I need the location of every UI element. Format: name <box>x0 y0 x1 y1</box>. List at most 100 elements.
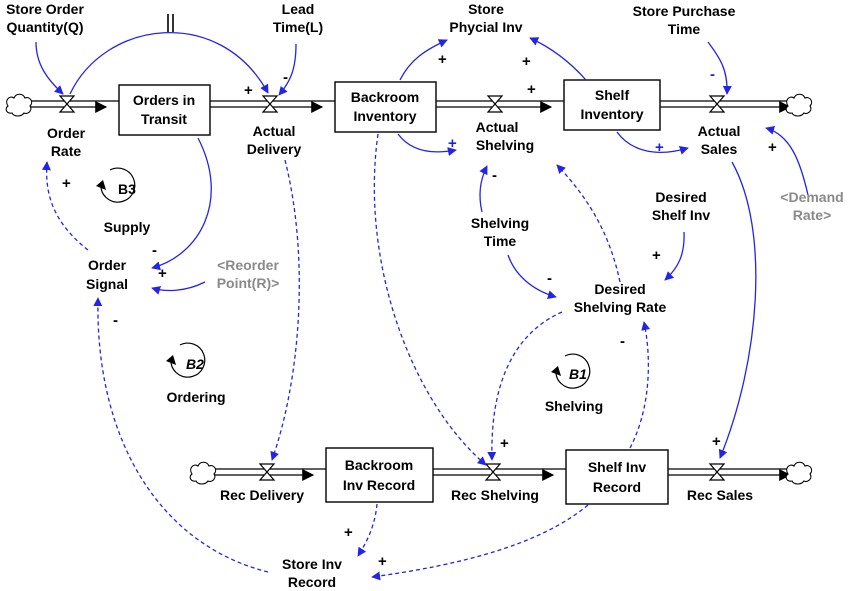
svg-text:+: + <box>244 82 253 99</box>
cloud-icon <box>785 93 813 117</box>
svg-text:Time(L): Time(L) <box>273 19 323 35</box>
svg-text:+: + <box>448 135 457 152</box>
loop-name: Ordering <box>166 389 225 405</box>
cloud-icon <box>785 461 813 485</box>
svg-text:Sales: Sales <box>701 141 738 157</box>
stock-shelf-inventory[interactable]: Shelf Inventory <box>563 79 661 131</box>
svg-text:+: + <box>768 139 777 156</box>
svg-text:Rate>: Rate> <box>793 207 832 223</box>
svg-text:+: + <box>522 53 531 70</box>
svg-text:+: + <box>652 247 661 264</box>
svg-text:-: - <box>492 167 497 184</box>
svg-text:<Reorder: <Reorder <box>217 257 279 273</box>
information-links <box>41 133 651 581</box>
svg-text:Time: Time <box>668 21 701 37</box>
variable-store-order-quantity[interactable]: Store Order Quantity(Q) <box>6 1 84 35</box>
flow-pipes <box>28 100 792 481</box>
svg-text:Time: Time <box>484 233 517 249</box>
stock-label: Record <box>593 479 641 495</box>
loop-id: B1 <box>569 366 587 382</box>
loop-name: Supply <box>104 219 151 235</box>
delay-mark <box>167 14 174 32</box>
svg-text:+: + <box>378 553 387 570</box>
loop-id: B2 <box>186 356 204 372</box>
svg-text:Shelving: Shelving <box>471 215 529 231</box>
svg-text:-: - <box>152 242 157 259</box>
svg-text:Desired: Desired <box>655 189 706 205</box>
stock-shelf-inv-record[interactable]: Shelf Inv Record <box>565 449 669 505</box>
svg-text:Order: Order <box>47 125 86 141</box>
variable-lead-time[interactable]: Lead Time(L) <box>273 1 323 35</box>
svg-text:Actual: Actual <box>253 123 296 139</box>
cloud-icon <box>5 93 33 117</box>
variable-shelving-time[interactable]: Shelving Time <box>471 215 529 249</box>
variable-store-physical-inv[interactable]: Store Phycial Inv <box>449 1 522 35</box>
svg-text:Rec Delivery: Rec Delivery <box>220 487 304 503</box>
flow-actual-sales[interactable]: Actual Sales <box>698 123 741 157</box>
svg-text:Store: Store <box>468 1 504 17</box>
svg-text:Shelf Inv: Shelf Inv <box>652 207 711 223</box>
flow-actual-shelving[interactable]: Actual Shelving <box>476 119 535 153</box>
cloud-icon <box>189 461 217 485</box>
loop-b2: B2 Ordering <box>166 342 226 405</box>
flow-rec-delivery[interactable]: Rec Delivery <box>220 487 304 503</box>
stock-orders-in-transit[interactable]: Orders in Transit <box>118 84 211 136</box>
svg-text:Desired: Desired <box>594 281 645 297</box>
stock-backroom-inventory[interactable]: Backroom Inventory <box>334 81 437 133</box>
svg-text:+: + <box>158 265 167 282</box>
stock-label: Transit <box>141 111 187 127</box>
svg-text:Lead: Lead <box>282 1 315 17</box>
svg-text:-: - <box>710 66 715 83</box>
stock-label: Inventory <box>353 108 416 124</box>
svg-text:Shelving Rate: Shelving Rate <box>574 299 667 315</box>
variable-desired-shelf-inv[interactable]: Desired Shelf Inv <box>652 189 711 223</box>
svg-text:Actual: Actual <box>698 123 741 139</box>
stock-label: Shelf Inv <box>588 459 647 475</box>
svg-text:Rec Sales: Rec Sales <box>687 487 753 503</box>
svg-text:Signal: Signal <box>86 276 128 292</box>
variable-order-signal[interactable]: Order Signal <box>86 257 128 292</box>
variable-reorder-point[interactable]: <Reorder Point(R)> <box>217 257 280 291</box>
svg-text:Shelving: Shelving <box>476 137 534 153</box>
stock-label: Backroom <box>345 457 413 473</box>
stock-label: Backroom <box>351 89 419 105</box>
svg-text:Phycial Inv: Phycial Inv <box>449 19 522 35</box>
flow-order-rate[interactable]: Order Rate <box>47 125 86 159</box>
variable-demand-rate[interactable]: <Demand Rate> <box>780 189 843 223</box>
loop-name: Shelving <box>545 398 603 414</box>
svg-text:+: + <box>655 139 664 156</box>
flow-actual-delivery[interactable]: Actual Delivery <box>247 123 302 157</box>
causal-links <box>35 32 809 459</box>
svg-text:Point(R)>: Point(R)> <box>217 275 280 291</box>
svg-text:Record: Record <box>288 574 336 590</box>
stock-backroom-inv-record[interactable]: Backroom Inv Record <box>325 447 434 503</box>
polarity-signs: + - + + + + - - + + + - + - - + - + + + … <box>62 51 777 570</box>
loop-b1: B1 Shelving <box>545 353 603 414</box>
variable-desired-shelving-rate[interactable]: Desired Shelving Rate <box>574 281 667 315</box>
flow-rec-shelving[interactable]: Rec Shelving <box>451 487 539 503</box>
variable-store-inv-record[interactable]: Store Inv Record <box>282 556 342 590</box>
stock-label: Inv Record <box>343 477 415 493</box>
svg-text:+: + <box>500 435 509 452</box>
loop-id: B3 <box>118 181 136 197</box>
svg-text:Rate: Rate <box>51 143 82 159</box>
stock-label: Orders in <box>133 92 195 108</box>
svg-text:Store Purchase: Store Purchase <box>633 3 736 19</box>
svg-text:Store Order: Store Order <box>6 1 84 17</box>
svg-text:Order: Order <box>88 257 127 273</box>
variable-store-purchase-time[interactable]: Store Purchase Time <box>633 3 736 37</box>
svg-text:+: + <box>344 524 353 541</box>
svg-text:Quantity(Q): Quantity(Q) <box>7 19 84 35</box>
svg-text:-: - <box>113 312 118 329</box>
valve-icon <box>58 95 726 481</box>
svg-text:Store Inv: Store Inv <box>282 556 342 572</box>
stock-label: Inventory <box>580 106 643 122</box>
svg-text:Delivery: Delivery <box>247 141 302 157</box>
flow-rec-sales[interactable]: Rec Sales <box>687 487 753 503</box>
svg-text:Rec Shelving: Rec Shelving <box>451 487 539 503</box>
svg-text:-: - <box>283 69 288 86</box>
stock-label: Shelf <box>595 87 630 103</box>
svg-text:+: + <box>712 433 721 450</box>
svg-text:+: + <box>62 175 71 192</box>
